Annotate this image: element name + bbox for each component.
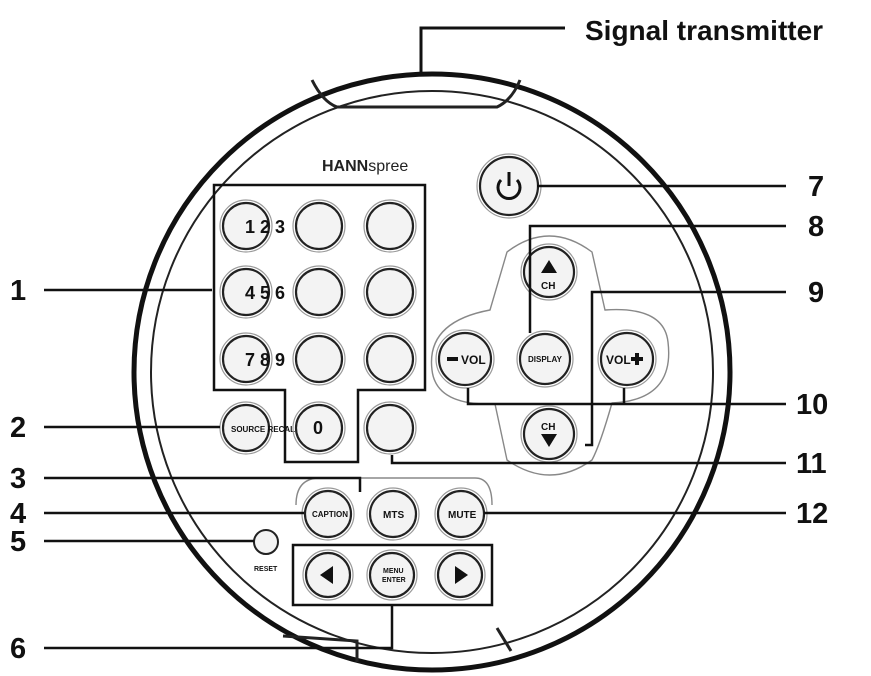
callout-11: 11	[796, 448, 827, 480]
minus-icon	[447, 357, 458, 361]
mute-button[interactable]: MUTE	[434, 487, 488, 541]
power-icon	[496, 178, 522, 200]
caption-label: CAPTION	[312, 510, 348, 519]
bottom-seam-left	[282, 634, 359, 662]
key-3[interactable]	[363, 199, 417, 253]
reset-label: RESET	[254, 566, 278, 573]
callout-4: 4	[10, 498, 26, 530]
arrow-left-icon	[320, 566, 333, 584]
leader-10	[466, 388, 786, 406]
right-button[interactable]	[434, 549, 486, 601]
keypad-row2-label: 4 5 6	[245, 283, 285, 303]
keypad-row3-label: 7 8 9	[245, 350, 285, 370]
vol-up-button[interactable]: VOL	[597, 329, 657, 389]
ch-down-button[interactable]: CH	[520, 405, 578, 463]
leader-8	[528, 224, 786, 333]
vol-down-label: VOL	[461, 353, 486, 367]
leader-6	[44, 605, 394, 650]
source-recall-label: SOURCE RECALL	[231, 425, 300, 434]
number-keypad: 1 2 3 4 5 6 7 8 9 SOURCE RECALL 0	[219, 199, 417, 455]
blank-key[interactable]	[363, 401, 417, 455]
transmitter-window	[310, 79, 522, 109]
ch-up-label: CH	[541, 281, 555, 292]
key-6[interactable]	[363, 265, 417, 319]
callout-2: 2	[10, 412, 26, 444]
reset-button[interactable]	[253, 529, 279, 555]
callout-10: 10	[796, 389, 828, 421]
function-keys-frame	[295, 477, 493, 506]
callout-3: 3	[10, 463, 26, 495]
signal-transmitter-label: Signal transmitter	[585, 15, 823, 46]
number-keypad-frame	[212, 183, 427, 464]
key-5[interactable]	[292, 265, 346, 319]
arrow-down-icon	[541, 434, 557, 447]
callout-9: 9	[808, 277, 824, 309]
vol-up-label: VOL	[606, 353, 631, 367]
key-9[interactable]	[363, 332, 417, 386]
left-button[interactable]	[302, 549, 354, 601]
caption-button[interactable]: CAPTION	[301, 487, 355, 541]
callout-8: 8	[808, 211, 824, 243]
brand-logo: HANNspree	[322, 158, 408, 175]
leader-9	[585, 290, 786, 447]
arrow-up-icon	[541, 260, 557, 273]
signal-transmitter-leader	[419, 26, 565, 72]
callout-6: 6	[10, 633, 26, 665]
display-label: DISPLAY	[528, 355, 563, 364]
menu-label: MENU	[383, 568, 404, 575]
callout-12: 12	[796, 498, 828, 530]
key-0-label: 0	[313, 418, 323, 438]
ch-down-label: CH	[541, 422, 555, 433]
enter-label: ENTER	[382, 577, 406, 584]
keypad-row1-label: 1 2 3	[245, 217, 285, 237]
callout-1: 1	[10, 275, 26, 307]
callout-5: 5	[10, 526, 26, 558]
callout-leaders	[44, 184, 786, 650]
callout-7: 7	[808, 171, 824, 203]
bottom-seam-right	[495, 627, 513, 652]
leader-3	[44, 476, 362, 492]
key-2[interactable]	[292, 199, 346, 253]
key-4[interactable]	[219, 265, 273, 319]
dpad-outline	[430, 235, 670, 476]
power-button[interactable]	[476, 153, 542, 219]
key-8[interactable]	[292, 332, 346, 386]
mts-label: MTS	[383, 510, 404, 521]
leader-11	[390, 455, 786, 465]
key-0[interactable]	[292, 401, 346, 455]
menu-enter-button[interactable]: MENU ENTER	[366, 549, 418, 601]
mts-button[interactable]: MTS	[366, 487, 420, 541]
ch-up-button[interactable]: CH	[520, 243, 578, 301]
mute-label: MUTE	[448, 510, 477, 521]
arrow-right-icon	[455, 566, 468, 584]
vol-down-button[interactable]: VOL	[435, 329, 495, 389]
key-1[interactable]	[219, 199, 273, 253]
display-button[interactable]: DISPLAY	[516, 330, 574, 388]
key-7[interactable]	[219, 332, 273, 386]
